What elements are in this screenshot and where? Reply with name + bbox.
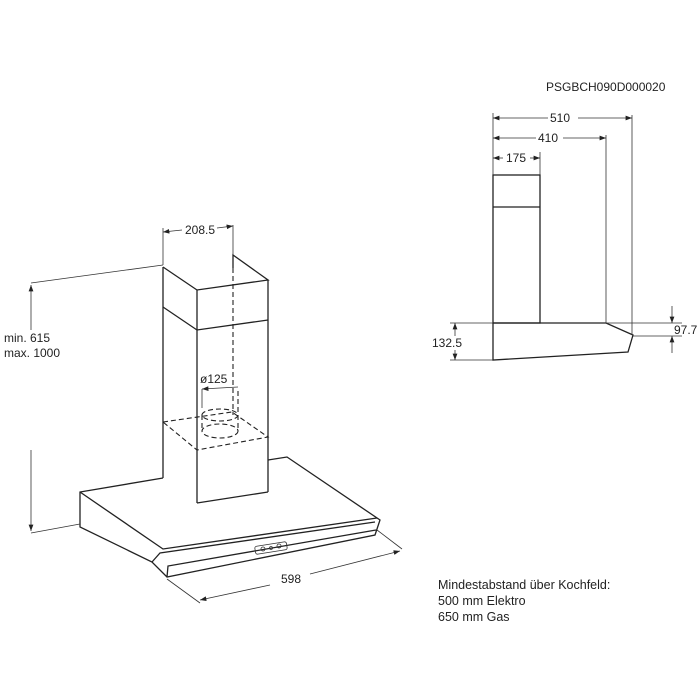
hood-width-label: 598 (281, 572, 301, 586)
hood-depth-label: 410 (538, 131, 558, 145)
hood-front-height-label: 97.7 (674, 323, 698, 337)
chimney (161, 253, 270, 504)
chimney-width-label: 208.5 (185, 223, 215, 237)
total-depth-label: 510 (550, 111, 570, 125)
height-max-label: max. 1000 (4, 346, 60, 360)
note-electric: 500 mm Elektro (438, 594, 526, 608)
control-panel (254, 541, 288, 555)
chimney-depth-label: 175 (506, 151, 526, 165)
model-code: PSGBCH090D000020 (546, 80, 666, 94)
duct-diameter-label: ø125 (200, 372, 228, 386)
front-view: 208.5 ø125 min. 615 max. 1000 598 (4, 223, 403, 604)
height-min-label: min. 615 (4, 331, 50, 345)
minimum-distance-note: Mindestabstand über Kochfeld: 500 mm Ele… (438, 577, 610, 625)
note-gas: 650 mm Gas (438, 610, 510, 624)
hood-back-height-label: 132.5 (432, 336, 462, 350)
side-view: 510 410 175 97.7 132.5 (432, 111, 698, 361)
note-title: Mindestabstand über Kochfeld: (438, 578, 611, 592)
hood-canopy (79, 456, 381, 578)
